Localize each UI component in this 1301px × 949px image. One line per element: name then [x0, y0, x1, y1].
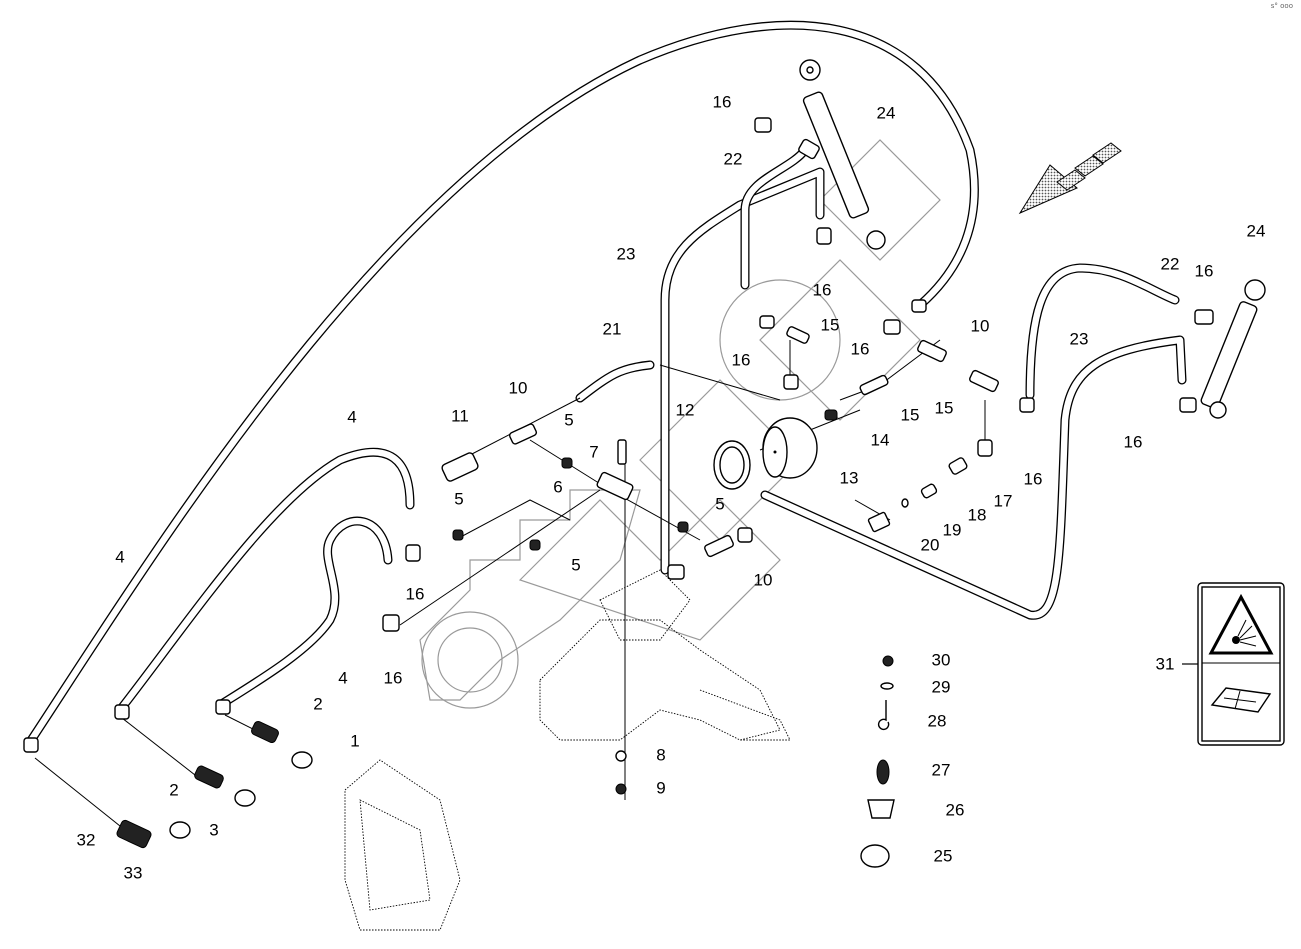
callout-16: 16: [1195, 261, 1214, 280]
callout-10: 10: [971, 316, 990, 335]
hose-22-left: [740, 145, 810, 290]
watermark-logo: [419, 139, 941, 709]
callout-32: 32: [77, 830, 96, 849]
callout-31: 31: [1156, 654, 1175, 673]
callout-5: 5: [715, 494, 724, 513]
callout-26: 26: [946, 800, 965, 819]
hose-22-right: [1025, 263, 1180, 400]
callout-24: 24: [1247, 221, 1266, 240]
callout-10: 10: [754, 570, 773, 589]
callout-2: 2: [169, 780, 178, 799]
callout-30: 30: [932, 650, 951, 669]
cylinder-24-left: [799, 59, 886, 250]
callout-4: 4: [338, 668, 347, 687]
callout-5: 5: [564, 410, 573, 429]
callout-15: 15: [821, 315, 840, 334]
callout-24: 24: [877, 103, 896, 122]
callout-6: 6: [553, 477, 562, 496]
pipe-23-right: [760, 335, 1187, 620]
callout-14: 14: [871, 430, 890, 449]
callout-4: 4: [347, 407, 356, 426]
callout-17: 17: [994, 491, 1013, 510]
clamp-12: [713, 440, 751, 490]
callout-13: 13: [840, 468, 859, 487]
callout-33: 33: [124, 863, 143, 882]
hose-4-middle: [115, 447, 415, 715]
callout-5: 5: [571, 555, 580, 574]
cylinder-24-right: [1200, 279, 1266, 419]
pipe-21: [575, 360, 655, 403]
callout-28: 28: [928, 711, 947, 730]
callout-27: 27: [932, 760, 951, 779]
callout-15: 15: [935, 398, 954, 417]
explosion-hazard-icon: [1208, 593, 1274, 655]
callout-3: 3: [209, 820, 218, 839]
callout-22: 22: [724, 149, 743, 168]
callout-7: 7: [589, 442, 598, 461]
callout-10: 10: [509, 378, 528, 397]
callout-16: 16: [713, 92, 732, 111]
pipe-23-left: [660, 167, 825, 575]
callout-19: 19: [943, 520, 962, 539]
callout-29: 29: [932, 677, 951, 696]
accumulator-13: [762, 417, 818, 479]
fittings: [23, 117, 1214, 849]
callout-11: 11: [451, 406, 469, 425]
callout-16: 16: [384, 668, 403, 687]
callout-2: 2: [313, 694, 322, 713]
direction-arrow-icon: [1018, 142, 1122, 215]
callout-4: 4: [115, 547, 124, 566]
callout-16: 16: [851, 339, 870, 358]
callout-21: 21: [603, 319, 622, 338]
callout-16: 16: [1124, 432, 1143, 451]
callout-12: 12: [676, 400, 695, 419]
callout-15: 15: [901, 405, 920, 424]
read-manual-icon: [1210, 687, 1272, 713]
assembly-axis-lines: [34, 339, 986, 831]
hose-4-inner: [215, 516, 393, 710]
callout-25: 25: [934, 846, 953, 865]
hose-4-long: [23, 20, 979, 750]
decal-31: [1182, 582, 1285, 746]
callout-22: 22: [1161, 254, 1180, 273]
callout-23: 23: [1070, 329, 1089, 348]
loose-parts: [615, 655, 895, 868]
tractor-axle-outline: [539, 569, 791, 741]
callout-9: 9: [656, 778, 665, 797]
callout-16: 16: [732, 350, 751, 369]
corner-mark: s° ooo: [1270, 2, 1293, 10]
callout-8: 8: [656, 745, 665, 764]
tractor-valve-block-outline: [344, 759, 461, 931]
callout-16: 16: [813, 280, 832, 299]
callout-20: 20: [921, 535, 940, 554]
callout-23: 23: [617, 244, 636, 263]
callout-1: 1: [350, 731, 359, 750]
callout-5: 5: [454, 489, 463, 508]
callout-16: 16: [1024, 469, 1043, 488]
callout-18: 18: [968, 505, 987, 524]
callout-16: 16: [406, 584, 425, 603]
